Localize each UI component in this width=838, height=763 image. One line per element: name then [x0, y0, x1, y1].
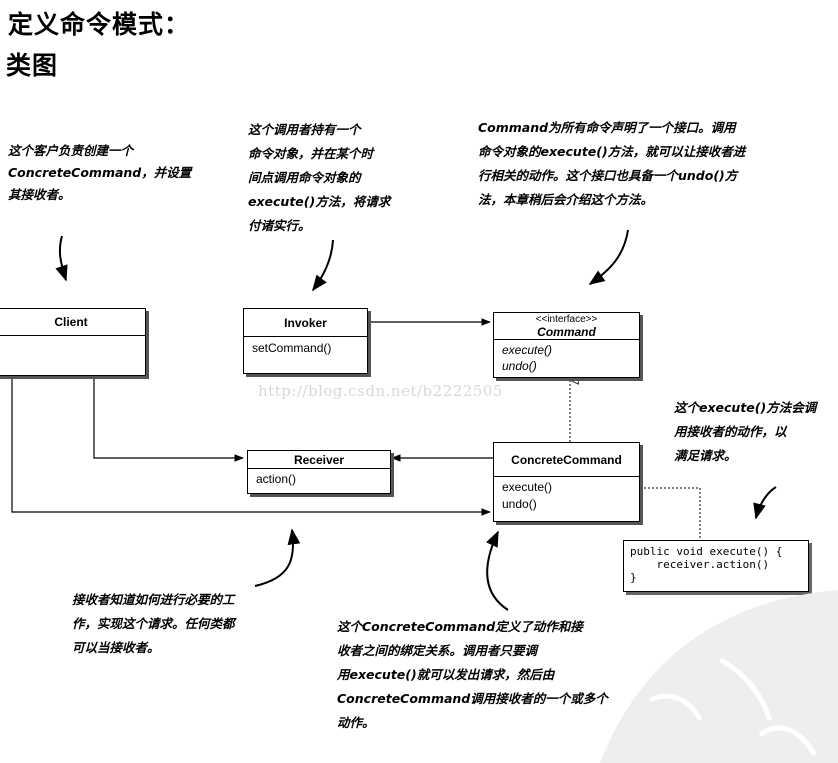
command-class-name: Command [537, 325, 596, 339]
client-note: 这个客户负责创建一个 ConcreteCommand，并设置 其接收者。 [8, 143, 192, 202]
concrete-command-class: ConcreteCommand execute() undo() [493, 442, 640, 522]
receiver-method: action() [256, 472, 297, 486]
client-note-arrow [55, 235, 68, 282]
page-title: 定义命令模式： [8, 10, 191, 39]
code-line-1: public void execute() { [630, 545, 783, 558]
invoker-note: 这个调用者持有一个 命令对象，并在某个时 间点调用命令对象的 execute()… [248, 122, 391, 233]
receiver-class: Receiver action() [247, 450, 391, 494]
concrete-method-execute: execute() [502, 480, 553, 494]
command-note: Command为所有命令声明了一个接口。调用 命令对象的execute()方法，… [478, 120, 746, 207]
client-receiver-link [93, 376, 244, 462]
concrete-note: 这个ConcreteCommand定义了动作和接 收者之间的绑定关系。调用者只要… [337, 619, 608, 730]
client-class-name: Client [0, 309, 145, 336]
receiver-note: 接收者知道如何进行必要的工 作，实现这个请求。任何类都 可以当接收者。 [72, 592, 235, 655]
execute-note: 这个execute()方法会调 用接收者的动作，以 满足请求。 [674, 400, 817, 463]
concrete-method-undo: undo() [502, 497, 537, 511]
receiver-note-arrow [254, 528, 301, 587]
concrete-note-arrow [486, 530, 509, 611]
code-line-2: receiver.action() [630, 558, 770, 571]
invoker-class-name: Invoker [244, 309, 367, 337]
invoker-method: setCommand() [252, 341, 332, 355]
code-line-3: } [630, 571, 637, 584]
client-class: Client [0, 308, 146, 376]
concrete-class-name: ConcreteCommand [494, 443, 639, 477]
command-header: <<interface>> Command [494, 313, 639, 340]
page-subtitle: 类图 [6, 51, 59, 80]
command-method-execute: execute() [502, 343, 553, 357]
invoker-note-arrow [312, 239, 334, 292]
execute-note-arrow [753, 486, 777, 520]
command-note-arrow [588, 229, 629, 285]
watermark-url: http://blog.csdn.net/b2222505 [258, 382, 503, 400]
command-method-undo: undo() [502, 359, 537, 373]
command-stereotype: <<interface>> [535, 314, 598, 325]
command-interface: <<interface>> Command execute() undo() [493, 312, 640, 378]
invoker-class: Invoker setCommand() [243, 308, 368, 374]
receiver-class-name: Receiver [248, 451, 390, 469]
execute-code-box: public void execute() { receiver.action(… [623, 540, 809, 592]
client-concrete-link [11, 376, 491, 516]
